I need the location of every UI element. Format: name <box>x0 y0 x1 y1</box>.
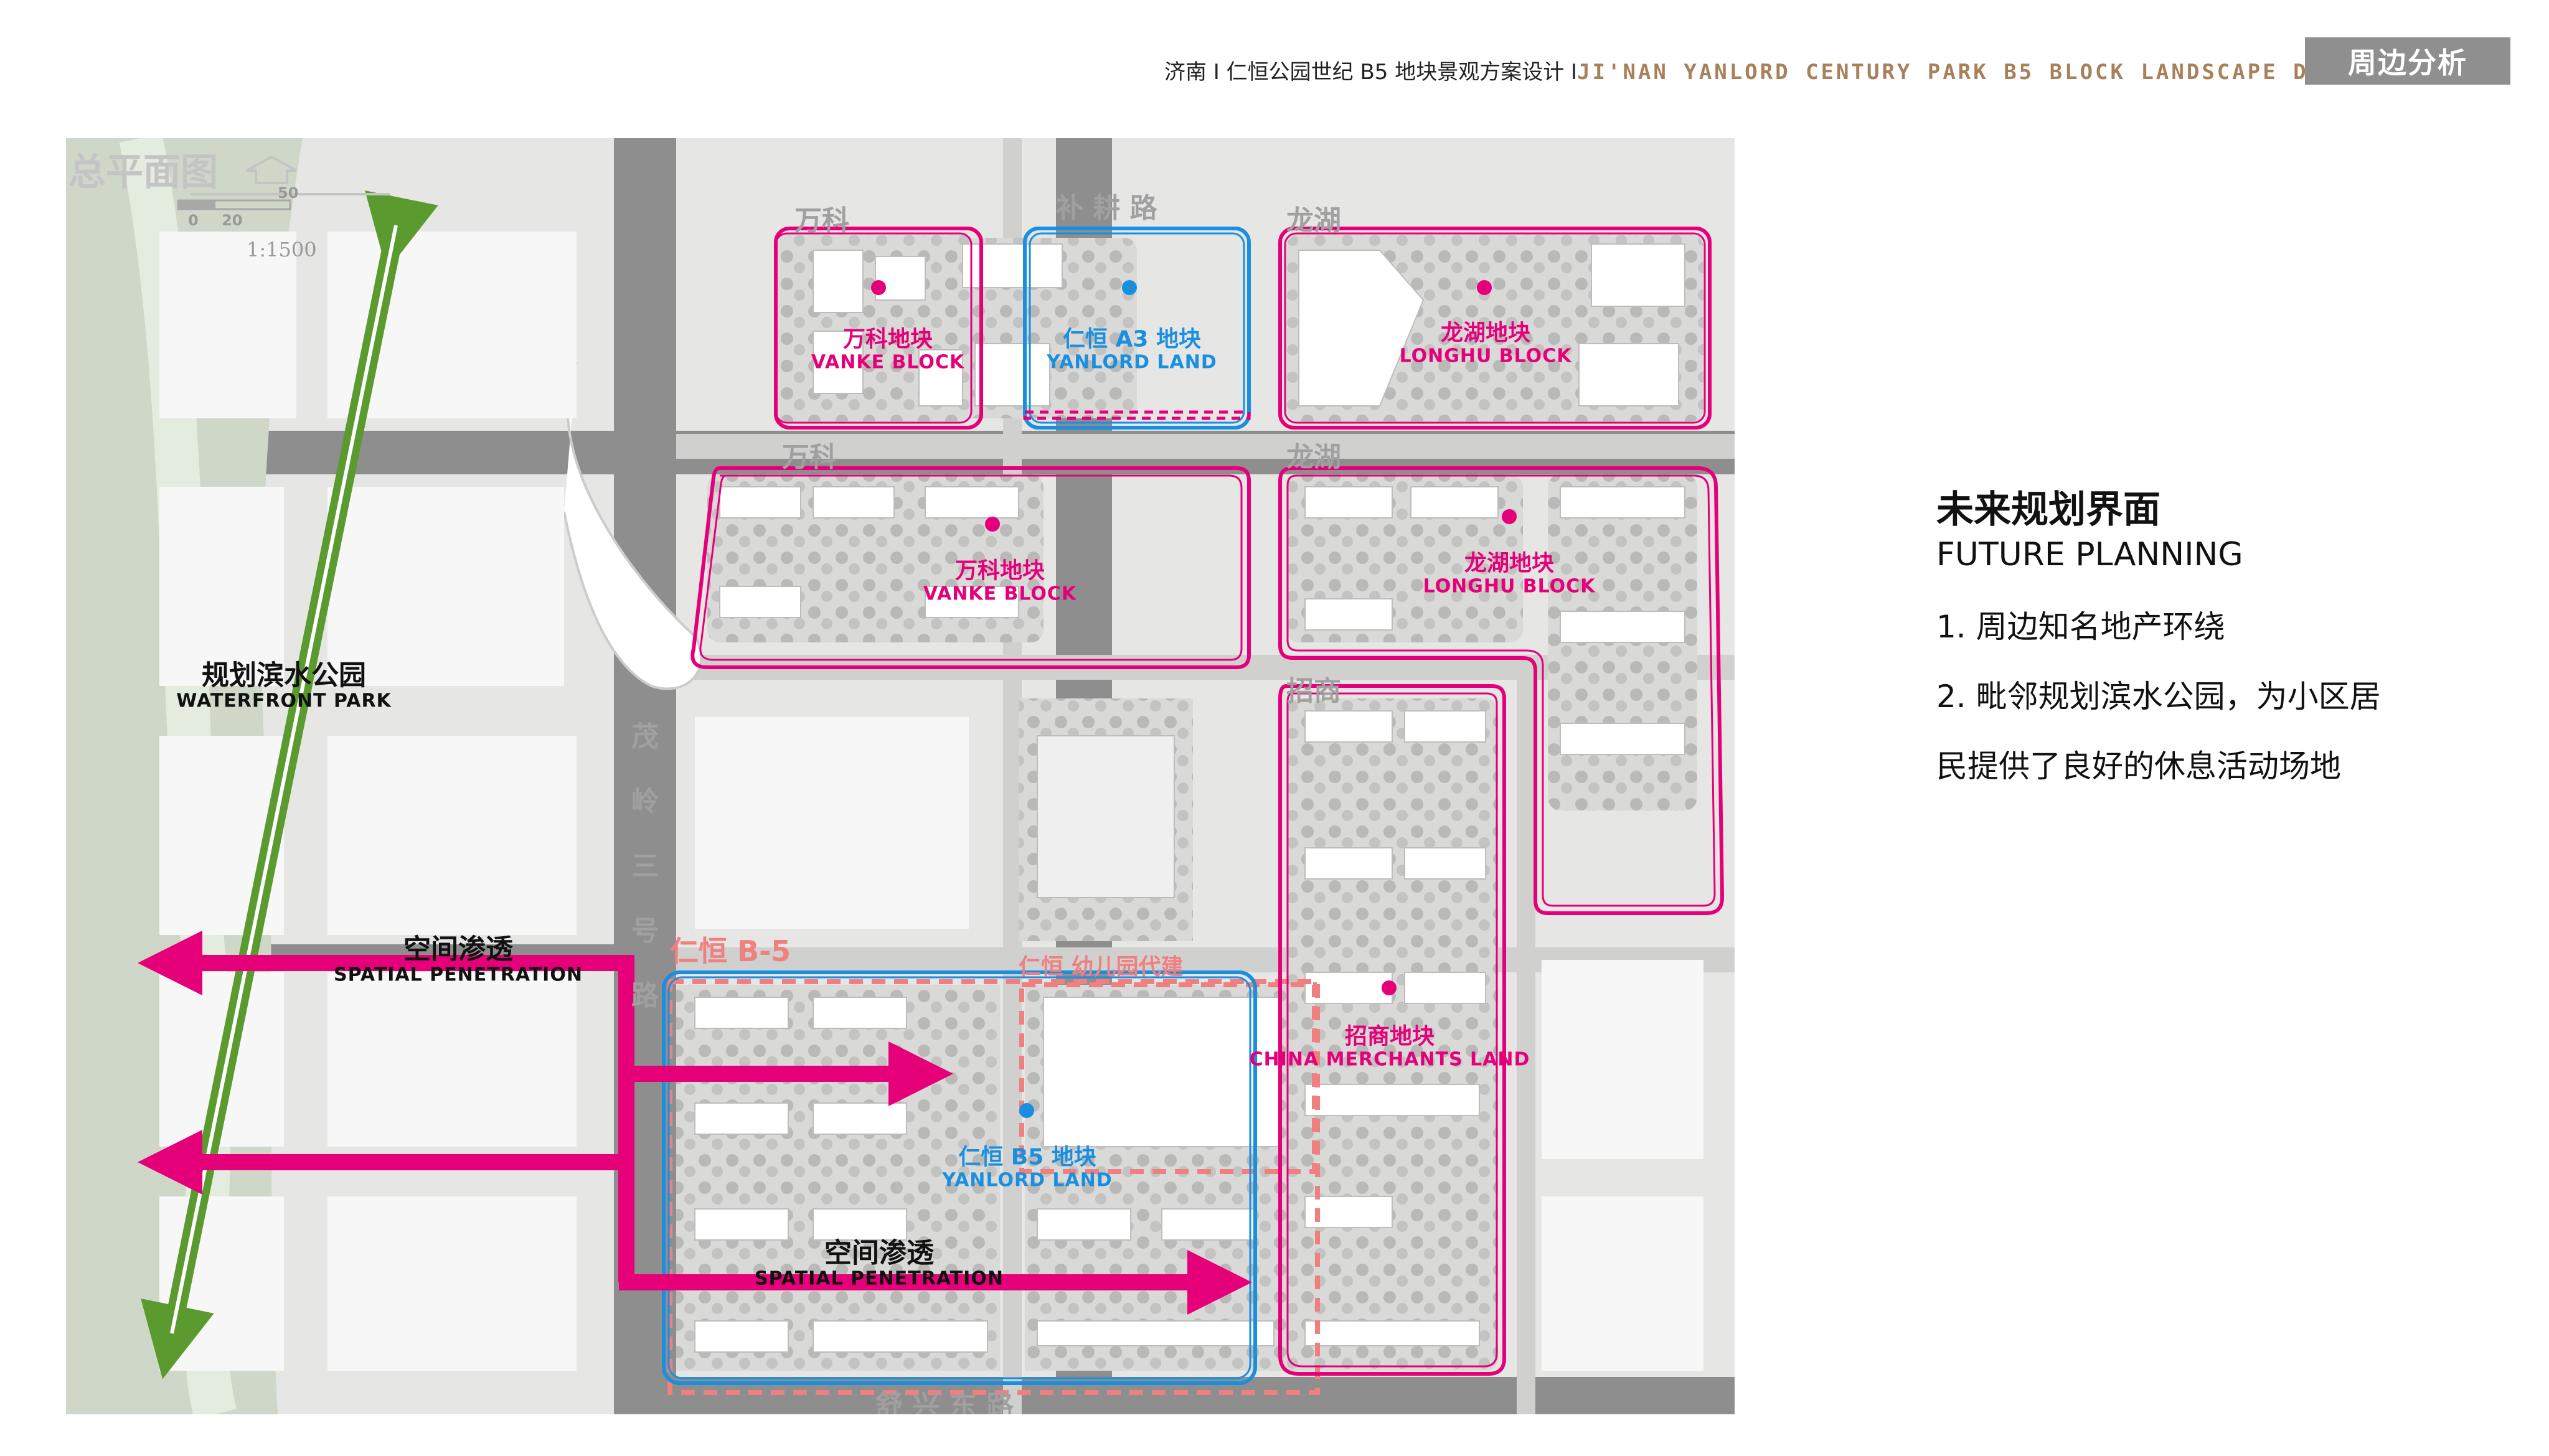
road-label-vanke-top: 万科 <box>794 205 849 237</box>
road-label-longhu-top: 龙湖 <box>1286 205 1341 237</box>
section-tab[interactable]: 周边分析 <box>2305 37 2510 85</box>
b5-dashed-boundary <box>667 979 1320 1395</box>
header-title: 济南 I 仁恒公园世纪 B5 地块景观方案设计 IJI'NAN YANLORD … <box>1164 55 2385 85</box>
info-subtitle: FUTURE PLANNING <box>1936 536 2243 573</box>
info-point: 1. 周边知名地产环绕 <box>1936 609 2225 645</box>
location-dots <box>871 280 1517 1118</box>
blue-block-outlines <box>662 227 1257 1385</box>
road-label-maoling: 茂 岭 三 号 路 <box>631 721 659 1012</box>
road-label-zhaoshang: 招商 <box>1286 675 1341 707</box>
scale-ratio: 1:1500 <box>247 238 317 261</box>
kindergarten-label: 仁恒 幼儿园代建 <box>1019 954 1184 980</box>
pink-block-outlines <box>690 227 1725 1376</box>
site-plan-drawing <box>66 138 1735 1414</box>
scale-tick-20: 20 <box>222 212 243 229</box>
waterfront-arrow <box>141 190 438 1379</box>
info-panel: 未来规划界面 FUTURE PLANNING 1. 周边知名地产环绕 2. 毗邻… <box>1936 479 2497 801</box>
site-plan: 总平面图 0 20 50 1:1500 补 耕 路 万科 万科 龙湖 龙湖 招商… <box>66 138 1735 1414</box>
road-label-longhu-mid: 龙湖 <box>1286 441 1341 473</box>
scale-tick-50: 50 <box>278 184 299 202</box>
b5-label: 仁恒 B-5 <box>670 934 791 968</box>
road-label-bottom: 舒 兴 东 路 <box>875 1390 1014 1414</box>
header-title-cn: 济南 I 仁恒公园世纪 B5 地块景观方案设计 I <box>1164 60 1578 85</box>
info-points: 1. 周边知名地产环绕 2. 毗邻规划滨水公园，为小区居 民提供了良好的休息活动… <box>1936 592 2497 801</box>
scale-bar <box>177 199 291 210</box>
info-point: 2. 毗邻规划滨水公园，为小区居 <box>1936 679 2381 715</box>
kindergarten-dashed-boundary <box>1019 982 1317 1174</box>
header-title-en: JI'NAN YANLORD CENTURY PARK B5 BLOCK LAN… <box>1577 60 2385 85</box>
plan-title: 总平面图 <box>68 151 218 194</box>
info-point: 民提供了良好的休息活动场地 <box>1936 748 2341 784</box>
penetration-arrows <box>138 931 1252 1315</box>
info-title: 未来规划界面 <box>1936 488 2160 532</box>
road-label-vanke-mid: 万科 <box>782 441 837 473</box>
scale-tick-0: 0 <box>188 212 199 229</box>
road-label-top: 补 耕 路 <box>1056 192 1157 224</box>
buildings <box>694 243 1685 1353</box>
north-symbol <box>191 155 390 195</box>
